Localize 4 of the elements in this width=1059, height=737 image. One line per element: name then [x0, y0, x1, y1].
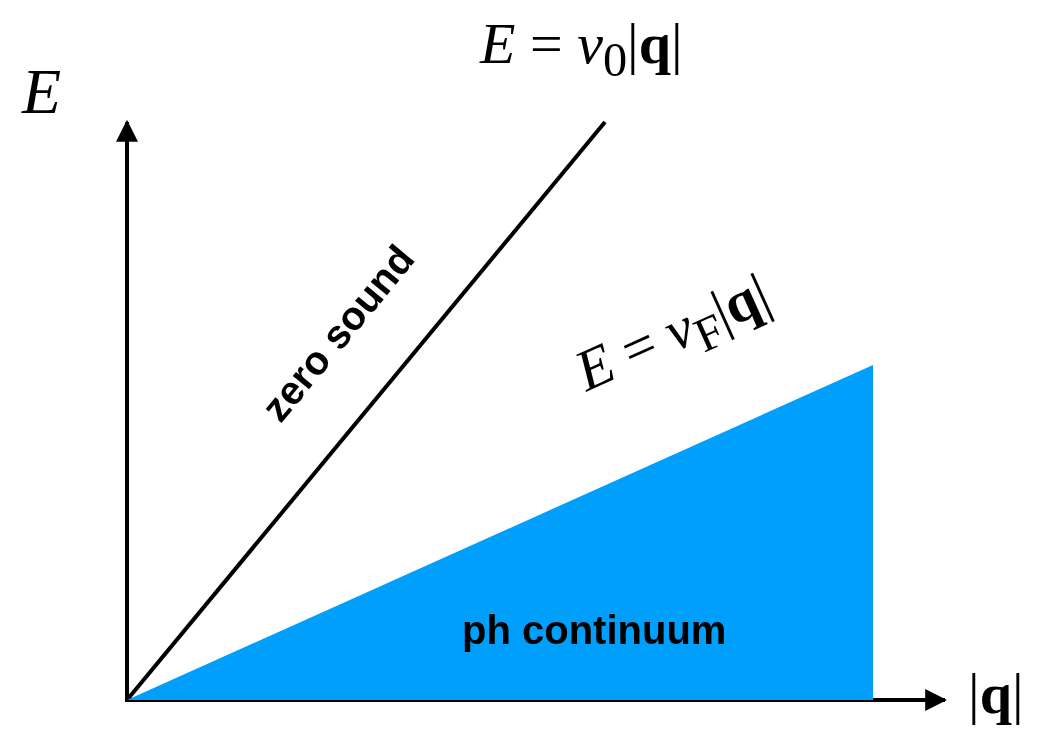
axis-label: |q|: [968, 665, 1024, 723]
region-label: ph continuum: [462, 610, 727, 650]
axis-label: E: [22, 60, 62, 124]
line-equation: E = v$_{0}$|q|: [480, 15, 683, 84]
